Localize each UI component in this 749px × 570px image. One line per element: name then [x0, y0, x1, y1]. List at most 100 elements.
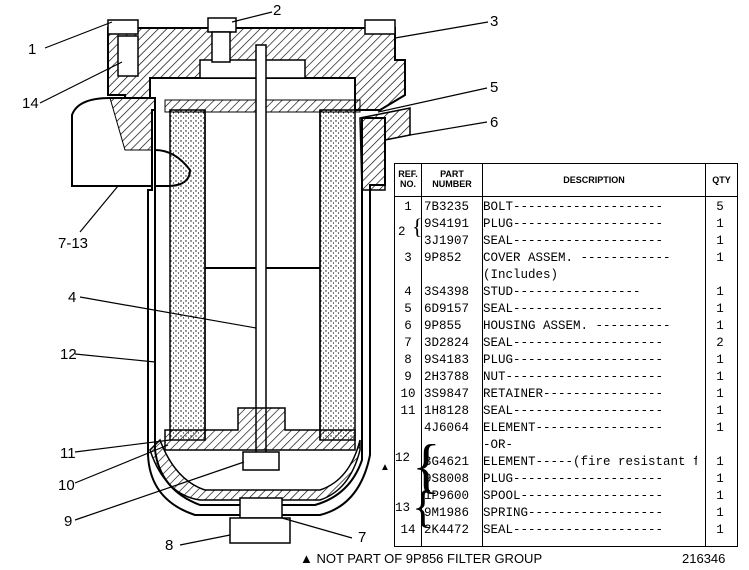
part-number-cell: 9S4191: [424, 217, 470, 231]
table-row: 6 9P855 HOUSING ASSEM. ---------- 1: [395, 318, 737, 335]
description-cell: ELEMENT-----(fire resistant fluid)--: [483, 455, 697, 469]
qty-cell: 1: [716, 302, 724, 316]
description-cell: PLUG--------------------: [483, 217, 664, 231]
center-stud: [164, 44, 356, 471]
table-row: 3 9P852 COVER ASSEM. ------------ 1: [395, 250, 737, 267]
table-row: 3J1907 SEAL-------------------- 1: [395, 233, 737, 250]
callout-1: 1: [28, 41, 37, 58]
part-number-cell: 9P852: [424, 251, 462, 265]
description-cell: PLUG--------------------: [483, 472, 664, 486]
table-row: 1 7B3235 BOLT-------------------- 5: [395, 199, 737, 216]
qty-cell: 1: [716, 472, 724, 486]
table-row: (Includes): [395, 267, 737, 284]
ref-cell: 9: [404, 370, 412, 384]
callout-3: 3: [490, 13, 499, 30]
drawing-number: 216346: [682, 551, 726, 566]
not-part-marker: ▲: [380, 462, 390, 473]
table-row: 4 3S4398 STUD----------------- 1: [395, 284, 737, 301]
qty-cell: 1: [716, 404, 724, 418]
group-ref-2: 2: [398, 225, 406, 239]
qty-cell: 1: [716, 217, 724, 231]
callout-12: 12: [60, 346, 77, 363]
qty-cell: 1: [716, 285, 724, 299]
qty-cell: 1: [716, 353, 724, 367]
description-cell: COVER ASSEM. ------------: [483, 251, 671, 265]
callout-10: 10: [58, 477, 75, 494]
part-number-cell: 9S8008: [424, 472, 470, 486]
ref-cell: 4: [404, 285, 412, 299]
group-ref-13: 13: [395, 501, 411, 515]
part-number-cell: 6D9157: [424, 302, 470, 316]
qty-cell: 2: [716, 336, 724, 350]
description-cell: SEAL--------------------: [483, 302, 664, 316]
callout-2: 2: [273, 2, 282, 19]
description-cell: PLUG--------------------: [483, 353, 664, 367]
table-row: 9M1986 SPRING------------------ 1: [395, 505, 737, 522]
callout-9: 9: [64, 513, 73, 530]
table-row: 9S4191 PLUG-------------------- 1: [395, 216, 737, 233]
table-row: -OR-: [395, 437, 737, 454]
callout-11: 11: [60, 445, 76, 462]
part-number-cell: 3S4398: [424, 285, 470, 299]
filter-element: [164, 99, 361, 441]
part-number-cell: 3G4621: [424, 455, 470, 469]
description-cell: SPRING------------------: [483, 506, 664, 520]
qty-cell: 1: [716, 523, 724, 537]
description-cell: STUD-----------------: [483, 285, 641, 299]
qty-cell: 1: [716, 319, 724, 333]
housing-assembly: [147, 107, 411, 516]
ref-cell: 14: [400, 523, 416, 537]
description-cell: SEAL--------------------: [483, 234, 664, 248]
header-qty: QTY: [712, 175, 731, 185]
footer-note: ▲ NOT PART OF 9P856 FILTER GROUP: [300, 551, 543, 566]
ref-cell: 10: [400, 387, 416, 401]
description-cell: SPOOL-------------------: [483, 489, 664, 503]
ref-cell: 1: [404, 200, 412, 214]
group-brace: {: [412, 214, 423, 239]
group-brace: {: [412, 433, 441, 499]
ref-cell: 11: [400, 404, 416, 418]
callout-7: 7: [358, 529, 367, 546]
qty-cell: 5: [716, 200, 724, 214]
callout-5: 5: [490, 79, 499, 96]
table-row: 9S8008 PLUG-------------------- 1: [395, 471, 737, 488]
ref-cell: 3: [404, 251, 412, 265]
description-cell: RETAINER----------------: [483, 387, 664, 401]
header-description: DESCRIPTION: [563, 175, 625, 185]
callout-6: 6: [490, 114, 499, 131]
description-cell: BOLT--------------------: [483, 200, 664, 214]
part-number-cell: 9P855: [424, 319, 462, 333]
drain-plug: [229, 497, 291, 544]
part-number-cell: 3S9847: [424, 387, 470, 401]
table-row: 5 6D9157 SEAL-------------------- 1: [395, 301, 737, 318]
qty-cell: 1: [716, 251, 724, 265]
description-cell: SEAL--------------------: [483, 336, 664, 350]
qty-cell: 1: [716, 506, 724, 520]
description-cell: HOUSING ASSEM. ----------: [483, 319, 671, 333]
group-brace: {: [412, 481, 435, 532]
description-cell: -OR-: [483, 438, 514, 452]
part-number-cell: 9M1986: [424, 506, 470, 520]
qty-cell: 1: [716, 455, 724, 469]
ref-cell: 6: [404, 319, 412, 333]
qty-cell: 1: [716, 421, 724, 435]
ref-cell: 7: [404, 336, 412, 350]
part-number-cell: 7B3235: [424, 200, 470, 214]
callout-14: 14: [22, 95, 39, 112]
qty-cell: 1: [716, 234, 724, 248]
part-number-cell: 1H8128: [424, 404, 470, 418]
leader-lines: [39, 11, 489, 546]
callout-4: 4: [68, 289, 77, 306]
part-number-cell: 3J1907: [424, 234, 470, 248]
ref-cell: 5: [404, 302, 412, 316]
part-number-cell: 2H3788: [424, 370, 470, 384]
